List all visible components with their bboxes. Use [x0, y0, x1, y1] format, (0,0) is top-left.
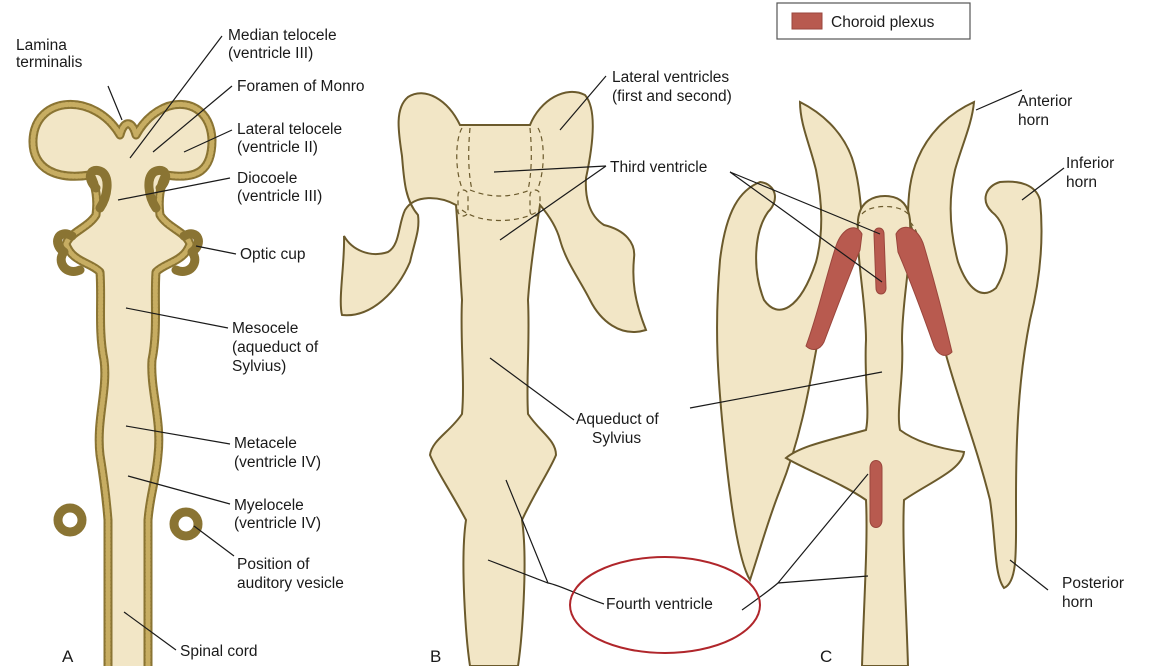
label-foramen-monro: Foramen of Monro — [237, 78, 365, 95]
panel-letter-a: A — [62, 647, 74, 666]
label-auditory-2: auditory vesicle — [237, 575, 344, 592]
label-mesocele-1: Mesocele — [232, 320, 298, 337]
label-third-ventricle: Third ventricle — [610, 159, 707, 176]
label-posterior-horn-1: Posterior — [1062, 575, 1124, 592]
label-myelocele-1: Myelocele — [234, 497, 304, 514]
label-lateral-telocele-1: Lateral telocele — [237, 121, 342, 138]
panel-letter-b: B — [430, 647, 441, 666]
label-median-telocele-1: Median telocele — [228, 27, 337, 44]
right-lateral-ventricle — [908, 102, 1042, 588]
label-aqueduct-1: Aqueduct of — [576, 411, 659, 428]
legend: Choroid plexus — [777, 3, 970, 39]
choroid-plexus-fourth — [870, 461, 882, 528]
panel-a-neural-tube: Lamina terminalis Median telocele (ventr… — [16, 27, 365, 666]
neural-tube-lumen — [33, 104, 212, 666]
legend-label: Choroid plexus — [831, 14, 935, 31]
label-inferior-horn-1: Inferior — [1066, 155, 1114, 172]
label-anterior-horn-2: horn — [1018, 112, 1049, 129]
panel-letter-c: C — [820, 647, 832, 666]
panel-c-ventricles: Anterior horn Inferior horn Posterior ho… — [690, 90, 1124, 666]
label-anterior-horn-1: Anterior — [1018, 93, 1072, 110]
label-metacele-1: Metacele — [234, 435, 297, 452]
label-inferior-horn-2: horn — [1066, 174, 1097, 191]
label-lateral-telocele-2: (ventricle II) — [237, 139, 318, 156]
label-metacele-2: (ventricle IV) — [234, 454, 321, 471]
label-mesocele-2: (aqueduct of — [232, 339, 319, 356]
choroid-plexus-swatch — [792, 13, 822, 29]
auditory-vesicle-left — [58, 508, 82, 532]
auditory-vesicle-right — [174, 512, 198, 536]
label-lamina-2: terminalis — [16, 54, 83, 71]
label-diocoele-1: Diocoele — [237, 170, 297, 187]
label-lateral-ventricles-2: (first and second) — [612, 88, 732, 105]
choroid-plexus-third — [874, 228, 886, 294]
label-mesocele-3: Sylvius) — [232, 358, 286, 375]
label-lamina-1: Lamina — [16, 37, 67, 54]
label-spinal-cord: Spinal cord — [180, 643, 258, 660]
panel-b-ventricles: Lateral ventricles (first and second) Th… — [341, 69, 732, 666]
label-optic-cup: Optic cup — [240, 246, 305, 263]
label-fourth-ventricle: Fourth ventricle — [606, 596, 713, 613]
panel-b-ventricle-cast — [341, 92, 646, 666]
label-aqueduct-2: Sylvius — [592, 430, 641, 447]
label-median-telocele-2: (ventricle III) — [228, 45, 313, 62]
label-auditory-1: Position of — [237, 556, 310, 573]
label-diocoele-2: (ventricle III) — [237, 188, 322, 205]
label-posterior-horn-2: horn — [1062, 594, 1093, 611]
label-lateral-ventricles-1: Lateral ventricles — [612, 69, 729, 86]
label-myelocele-2: (ventricle IV) — [234, 515, 321, 532]
